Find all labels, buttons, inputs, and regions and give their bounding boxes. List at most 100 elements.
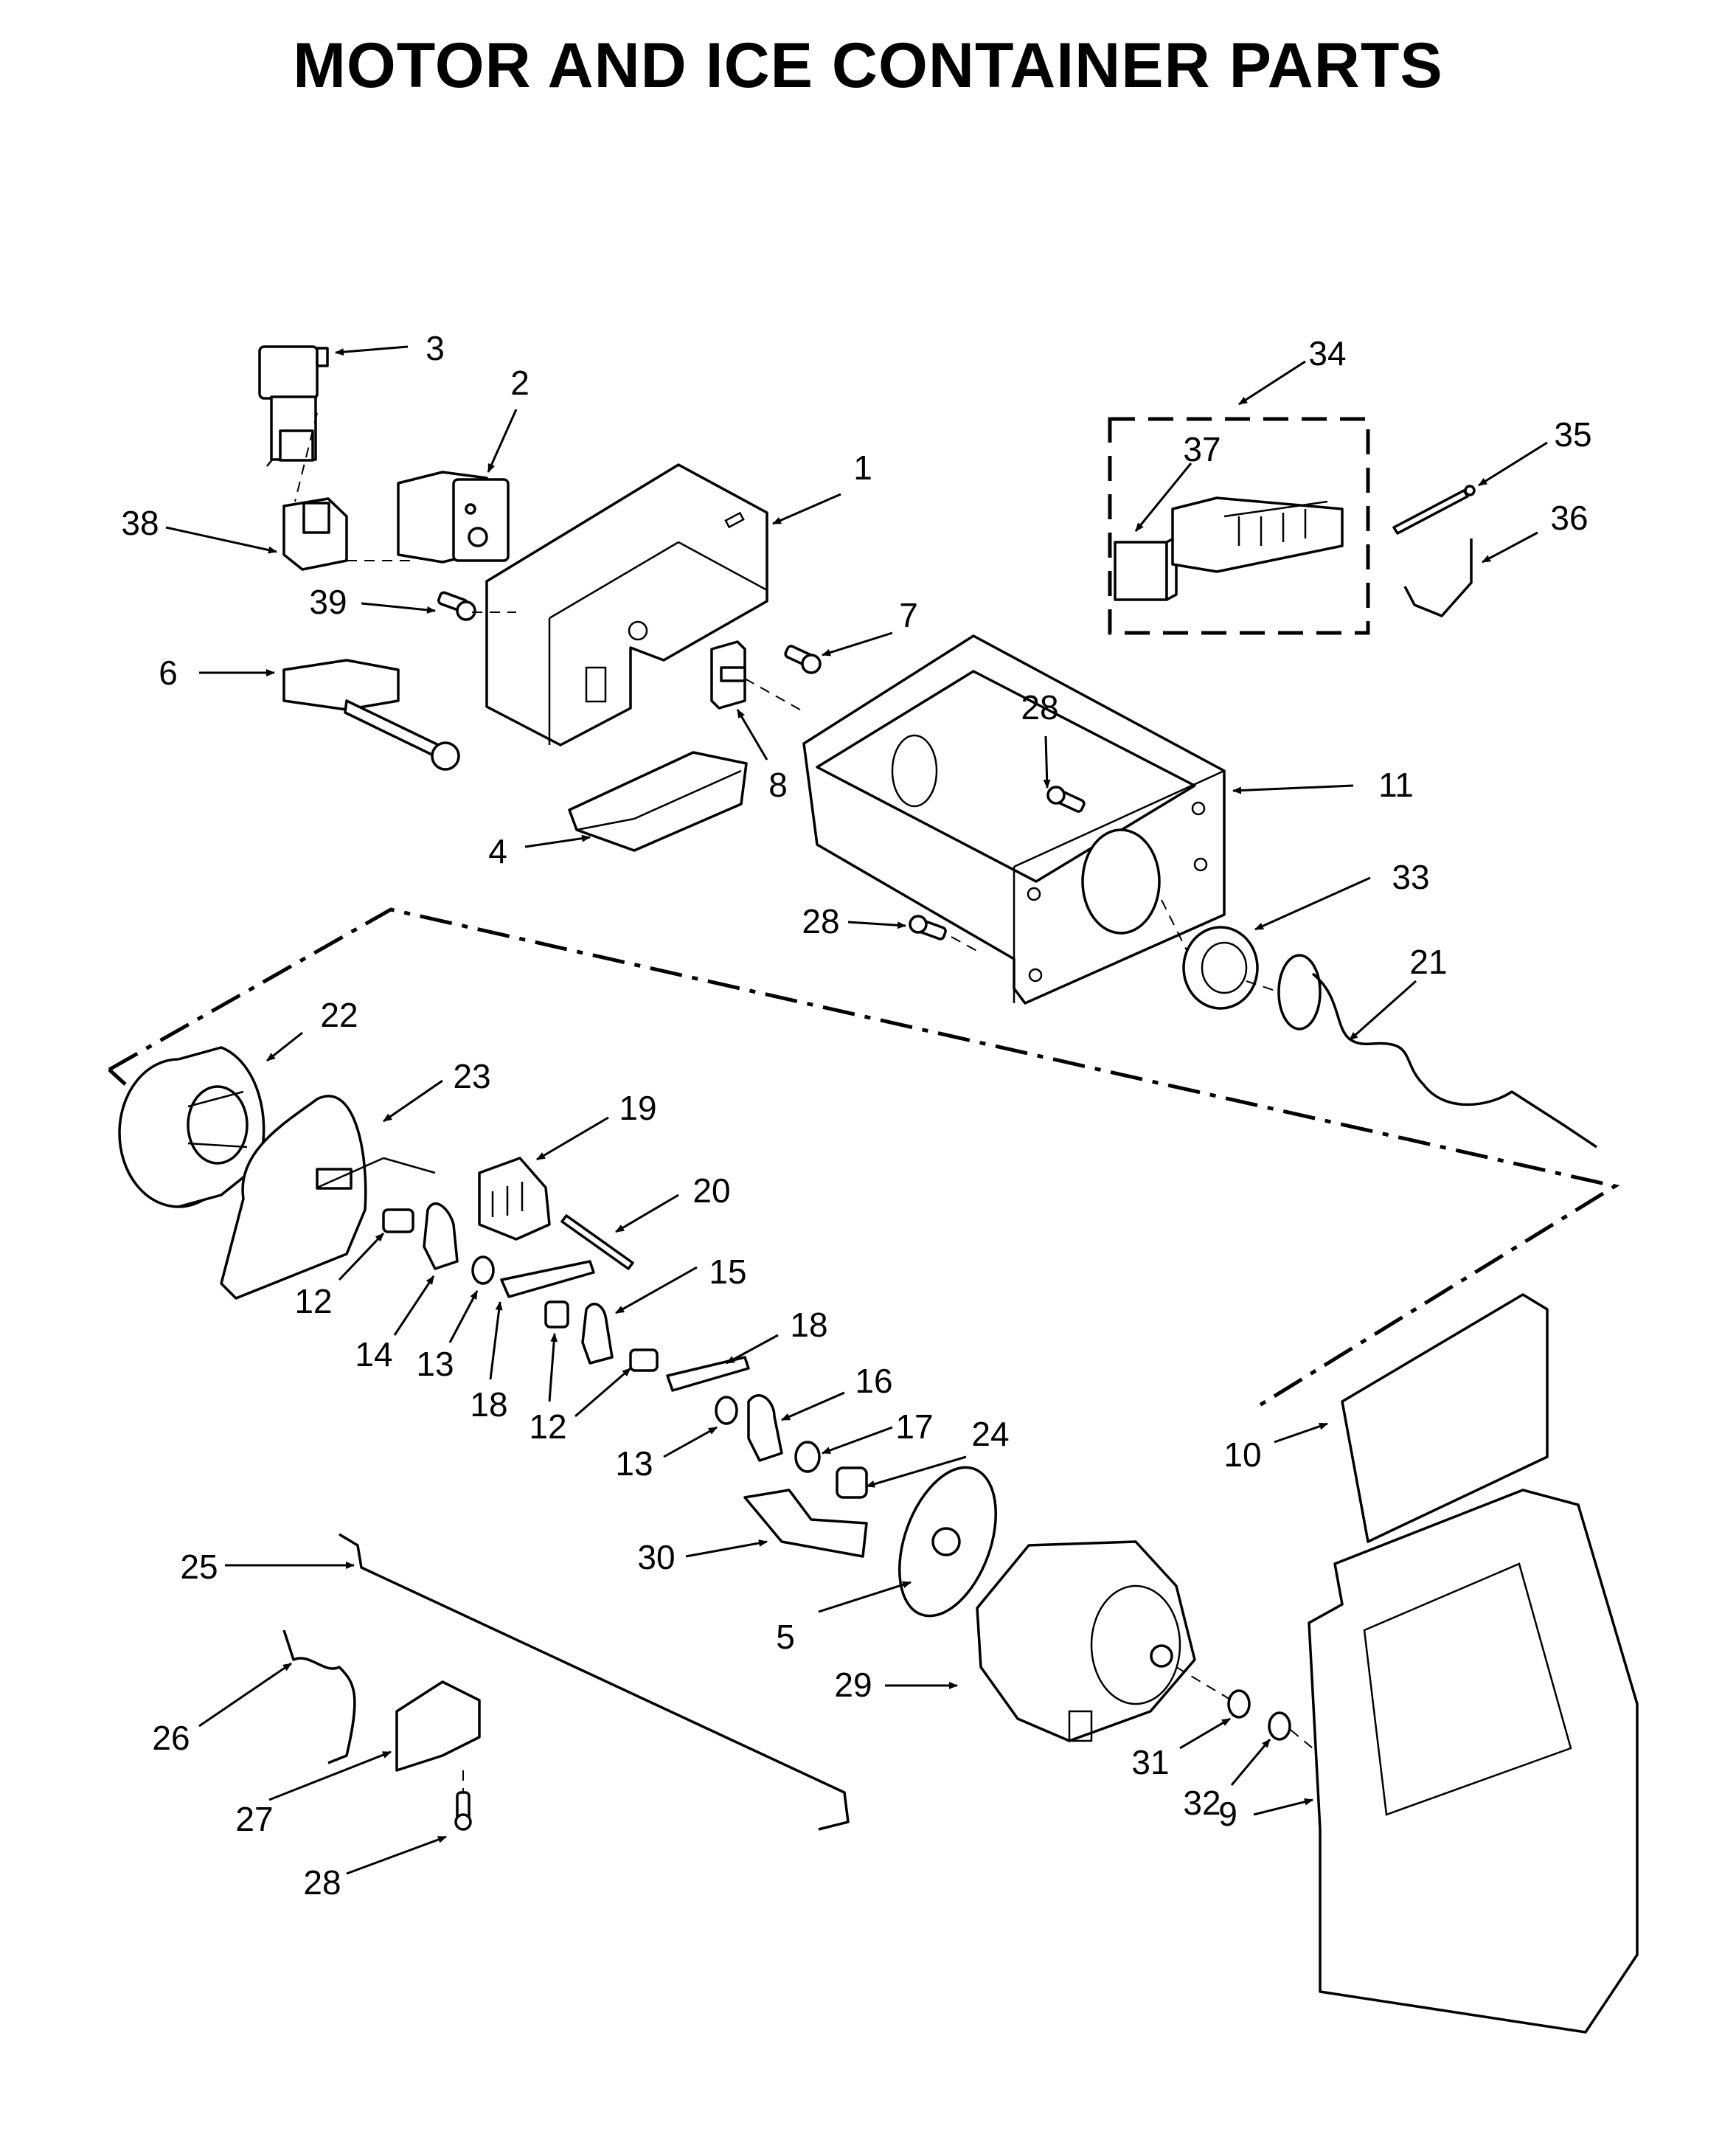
drive-plate-5-part[interactable] xyxy=(881,1454,1015,1629)
leader-23 xyxy=(383,1079,443,1123)
bracket-27-part[interactable] xyxy=(395,1680,481,1772)
callout-13a: 13 xyxy=(416,1345,454,1383)
callout-15: 15 xyxy=(709,1253,746,1291)
leader-5 xyxy=(818,1581,912,1613)
coupler-24-part[interactable] xyxy=(836,1466,868,1499)
leader-35 xyxy=(1478,441,1548,487)
leader-26 xyxy=(198,1662,292,1728)
motor-mount-part[interactable] xyxy=(485,463,768,746)
spacer-12c-part[interactable] xyxy=(629,1348,659,1372)
leader-19 xyxy=(536,1116,609,1161)
rod-25-part[interactable] xyxy=(338,1533,850,1831)
callout-20: 20 xyxy=(692,1171,730,1210)
callout-25: 25 xyxy=(180,1548,218,1586)
leader-36 xyxy=(1482,531,1538,564)
spring-26-part[interactable] xyxy=(282,1629,356,1764)
icemaker-kit-outline xyxy=(1108,417,1370,635)
leader-33 xyxy=(1254,876,1371,931)
leader-2 xyxy=(487,409,518,473)
callout-36: 36 xyxy=(1550,499,1588,537)
spacer-12b-part[interactable] xyxy=(544,1300,569,1328)
water-valve-part[interactable] xyxy=(258,345,329,467)
leader-14 xyxy=(393,1275,435,1336)
washer-31-part[interactable] xyxy=(1227,1689,1251,1719)
switch-part[interactable] xyxy=(282,659,460,771)
ice-container-housing-part[interactable] xyxy=(802,634,1226,1005)
callout-8: 8 xyxy=(768,766,788,804)
actuator-part[interactable] xyxy=(568,751,748,852)
callout-12b: 12 xyxy=(529,1407,566,1446)
leader-12b xyxy=(548,1333,558,1402)
spacer-12a-part[interactable] xyxy=(382,1208,414,1233)
bracket-30-part[interactable] xyxy=(743,1489,868,1558)
screw-28-upper-part[interactable] xyxy=(1046,786,1086,813)
leader-34 xyxy=(1238,360,1306,406)
shutoff-arm-part[interactable] xyxy=(1403,538,1473,617)
auger-plate-part[interactable] xyxy=(220,1095,436,1300)
leader-39 xyxy=(361,602,436,614)
callout-13b: 13 xyxy=(615,1444,653,1483)
leader-11 xyxy=(1232,784,1354,794)
leader-15 xyxy=(615,1266,698,1314)
screw-7-part[interactable] xyxy=(784,645,822,674)
motor-part[interactable] xyxy=(397,471,510,564)
wire-harness-part[interactable] xyxy=(1392,485,1476,535)
callout-9: 9 xyxy=(1218,1795,1237,1833)
callout-4: 4 xyxy=(488,832,507,870)
callout-19: 19 xyxy=(619,1089,656,1127)
callout-27: 27 xyxy=(235,1800,273,1838)
blade-14-part[interactable] xyxy=(423,1202,459,1270)
leader-28b xyxy=(847,921,906,929)
callout-5: 5 xyxy=(776,1618,795,1656)
leader-24 xyxy=(866,1455,967,1488)
callout-2: 2 xyxy=(510,364,530,402)
callout-34: 34 xyxy=(1308,334,1346,373)
blade-18b-part[interactable] xyxy=(666,1356,750,1392)
leader-13b xyxy=(663,1426,718,1458)
screw-28-lower-part[interactable] xyxy=(454,1791,472,1831)
icemaker-part[interactable] xyxy=(1114,496,1344,601)
callout-11: 11 xyxy=(1378,766,1414,804)
shaft-20-part[interactable] xyxy=(560,1214,634,1270)
valve-bracket-part[interactable] xyxy=(282,497,348,571)
leader-38 xyxy=(165,526,277,554)
callout-31: 31 xyxy=(1131,1743,1169,1781)
auger-assembly-outline xyxy=(108,907,1620,1411)
clip-32-part[interactable] xyxy=(1268,1711,1291,1741)
callout-24: 24 xyxy=(971,1415,1009,1453)
ice-chute-front-9-part[interactable] xyxy=(1308,1489,1639,2034)
callout-3: 3 xyxy=(426,329,445,367)
leader-20 xyxy=(615,1194,679,1233)
door-10-part[interactable] xyxy=(1341,1293,1549,1543)
blade-18a-part[interactable] xyxy=(500,1260,595,1298)
washer-13a-part[interactable] xyxy=(471,1255,495,1285)
screw-39-part[interactable] xyxy=(437,591,476,621)
washer-17-part[interactable] xyxy=(794,1441,821,1473)
leader-7 xyxy=(822,631,893,657)
leader-37 xyxy=(1134,463,1192,532)
leader-16 xyxy=(781,1391,845,1421)
leader-12c xyxy=(574,1367,631,1418)
callout-12a: 12 xyxy=(294,1282,332,1320)
auger-wire-part[interactable] xyxy=(1277,954,1597,1149)
screw-28-mid-part[interactable] xyxy=(909,915,947,940)
auger-wheel-part[interactable] xyxy=(118,1046,265,1208)
bearing-part[interactable] xyxy=(1182,926,1259,1010)
blade-15-part[interactable] xyxy=(581,1303,614,1365)
auger-motor-29-part[interactable] xyxy=(976,1540,1196,1742)
blade-16-part[interactable] xyxy=(747,1394,783,1462)
leader-28a xyxy=(1043,735,1051,789)
crusher-blade-19-part[interactable] xyxy=(478,1157,551,1241)
callout-26: 26 xyxy=(152,1719,190,1757)
washer-13b-part[interactable] xyxy=(715,1396,738,1425)
callout-16: 16 xyxy=(855,1362,892,1400)
leader-30 xyxy=(685,1539,768,1558)
callout-18b: 18 xyxy=(790,1306,827,1344)
callout-21: 21 xyxy=(1409,943,1447,981)
callout-28b: 28 xyxy=(802,902,839,940)
leader-31 xyxy=(1179,1717,1231,1750)
leader-28c xyxy=(346,1835,447,1875)
leader-3 xyxy=(335,345,409,356)
callout-35: 35 xyxy=(1554,415,1591,454)
bracket-8-part[interactable] xyxy=(710,640,746,710)
